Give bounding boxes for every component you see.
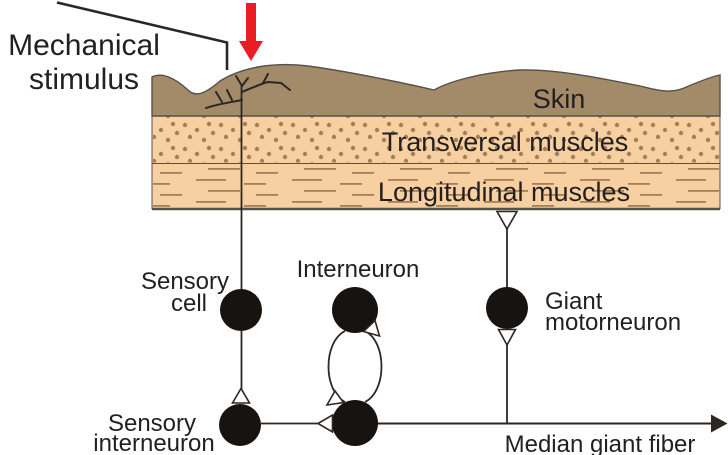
interneuron-label: Interneuron xyxy=(297,256,420,283)
sensory-cell-node xyxy=(220,289,262,331)
sensory-interneuron-label-line2: interneuron xyxy=(93,430,214,455)
sensory-cell-label-line2: cell xyxy=(171,290,207,317)
tissue-block xyxy=(151,63,721,211)
mechanical-stimulus-label-line2: stimulus xyxy=(29,63,139,96)
interneuron-node xyxy=(332,287,378,333)
median-giant-fiber-arrowhead xyxy=(711,414,728,433)
transversal-muscles-label: Transversal muscles xyxy=(382,127,629,157)
longitudinal-muscles-dashes xyxy=(153,164,719,208)
synapse-sensorycell-to-sensoryinterneuron xyxy=(231,386,251,404)
transversal-muscles-dots xyxy=(153,116,719,163)
synapse-loop-onto-upper-interneuron xyxy=(361,319,381,338)
reciprocal-loop-left-curve xyxy=(327,330,346,403)
sensory-cell-label-line1: Sensory xyxy=(141,268,229,295)
skin-label: Skin xyxy=(533,84,586,114)
synapse-fiber-to-motorneuron xyxy=(497,328,517,347)
giant-motorneuron-label-line2: motorneuron xyxy=(545,309,681,336)
synapse-motorneuron-to-muscle xyxy=(495,210,519,231)
longitudinal-muscles-label: Longitudinal muscles xyxy=(378,177,630,207)
synapse-loop-onto-lower-interneuron xyxy=(325,389,345,407)
sensory-interneuron-node xyxy=(219,404,261,446)
mechanical-stimulus-label-line1: Mechanical xyxy=(8,29,160,62)
skin-layer xyxy=(151,63,721,117)
giant-motorneuron-label-line1: Giant xyxy=(545,288,603,315)
synapse-sensoryinterneuron-to-interneuron xyxy=(316,413,334,434)
reciprocal-loop-right-curve xyxy=(364,330,383,403)
sensory-dendrites xyxy=(205,73,291,109)
red-stimulus-arrow-icon xyxy=(239,3,263,61)
giant-motorneuron-node xyxy=(486,287,528,329)
median-giant-fiber-label: Median giant fiber xyxy=(505,431,696,455)
interneuron-lower-node xyxy=(332,400,378,446)
sensory-interneuron-label-line1: Sensory xyxy=(108,410,196,437)
mechanical-stimulus-pointer-line xyxy=(56,1,229,70)
